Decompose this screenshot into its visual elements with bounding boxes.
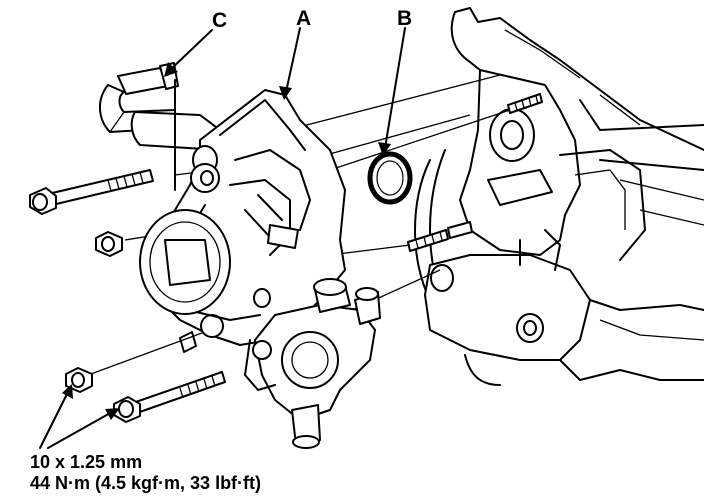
callout-leaders — [39, 27, 406, 449]
o-ring — [367, 151, 413, 205]
callout-a: A — [296, 7, 311, 30]
engine-studs — [407, 93, 543, 252]
engine-block — [414, 7, 704, 386]
callout-c: C — [212, 9, 227, 32]
lower-long-bolt — [113, 371, 226, 423]
upper-long-bolt — [29, 169, 154, 215]
pump-pulley — [139, 209, 231, 315]
torque-spec-size: 10 x 1.25 mm — [30, 452, 143, 472]
callout-b: B — [397, 7, 412, 30]
lower-nut — [65, 367, 93, 393]
mid-nut — [95, 231, 123, 257]
thermostat-housing — [179, 278, 381, 449]
torque-spec-value: 44 N·m (4.5 kgf·m, 33 lbf·ft) — [30, 473, 262, 493]
